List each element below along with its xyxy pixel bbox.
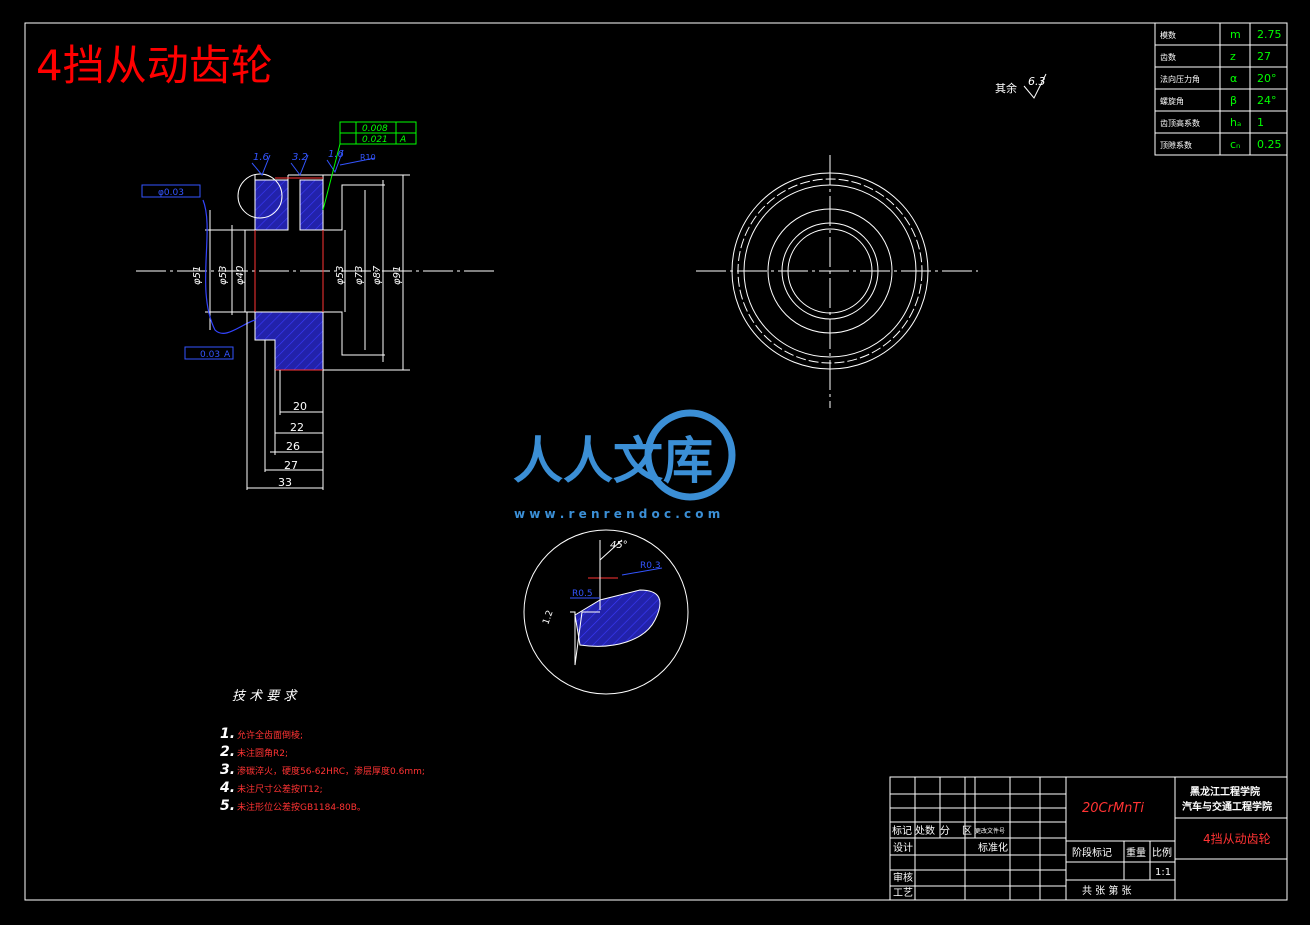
- title-block: [889, 776, 1288, 901]
- param-value: 27: [1257, 50, 1271, 63]
- tech-item-number: 5.: [220, 798, 235, 814]
- sheets-label: 共 张 第 张: [1082, 884, 1132, 897]
- tech-item-text: 渗碳淬火，硬度56-62HRC，渗层厚度0.6mm;: [237, 765, 425, 777]
- row-label-4: 更改文件号: [975, 827, 1005, 835]
- watermark-url: w w w . r e n r e n d o c . c o m: [514, 507, 720, 521]
- tech-item-number: 3.: [220, 762, 235, 778]
- dim-d53-right: φ53: [335, 266, 346, 285]
- dim-d73: φ73: [354, 266, 365, 285]
- tech-items: 1.允许全齿面倒棱;2.未注圆角R2;3.渗碳淬火，硬度56-62HRC，渗层厚…: [219, 726, 425, 814]
- param-name: 齿顶高系数: [1160, 118, 1200, 128]
- title-block-text: 20CrMnTi 黑龙江工程学院 汽车与交通工程学院 4挡从动齿轮 标记 处数 …: [892, 785, 1272, 899]
- standardize-label: 标准化: [978, 841, 1008, 854]
- runout-frame-bottom: [184, 346, 234, 360]
- stage-mark-label: 阶段标记: [1072, 846, 1112, 859]
- row-label-1: 处数: [915, 824, 935, 837]
- watermark-text: 人人文库: [513, 432, 713, 490]
- tech-item-number: 1.: [220, 726, 235, 742]
- param-value: 1: [1257, 116, 1264, 129]
- tech-requirements: 技 术 要 求: [232, 689, 298, 704]
- param-symbol: m: [1230, 28, 1241, 41]
- param-name: 法向压力角: [1160, 74, 1200, 84]
- roughness-note-value: 6.3: [1028, 75, 1046, 88]
- scale-value: 1:1: [1155, 867, 1171, 878]
- drawing-title: 4挡从动齿轮: [36, 41, 273, 90]
- drawing-frame: [24, 22, 1288, 901]
- detail-depth: 1.2: [541, 609, 555, 626]
- param-name: 模数: [1160, 30, 1176, 40]
- param-symbol: z: [1230, 50, 1236, 63]
- tech-item-text: 未注尺寸公差按IT12;: [237, 783, 323, 795]
- param-value: 2.75: [1257, 28, 1282, 41]
- roughness-note-label: 其余: [995, 81, 1017, 95]
- tech-item-number: 2.: [220, 744, 235, 760]
- row-label-3: 区: [962, 825, 972, 837]
- tolerance-datum: A: [399, 135, 406, 145]
- dim-d53-left: φ53: [218, 266, 229, 285]
- tech-item-text: 未注圆角R2;: [237, 747, 288, 759]
- tolerance-value-2: 0.021: [362, 135, 388, 145]
- dim-w26: 26: [286, 440, 300, 453]
- param-value: 0.25: [1257, 138, 1282, 151]
- dim-d40: φ40: [235, 266, 246, 285]
- param-symbol: β: [1230, 94, 1237, 107]
- dim-w20: 20: [293, 400, 307, 413]
- param-name: 齿数: [1160, 52, 1176, 62]
- tech-item-number: 4.: [219, 780, 235, 796]
- gear-params-rows: 模数 m 2.75 齿数 z 27 法向压力角 α 20° 螺旋角 β 24° 齿顶高系数 hₐ 1 顶隙系数…: [1160, 28, 1282, 151]
- runout-bottom-value: 0.03: [200, 350, 220, 360]
- param-symbol: α: [1230, 72, 1237, 85]
- tolerance-frame: [322, 121, 417, 211]
- roughness-3: 1.6: [328, 149, 344, 160]
- design-label: 设计: [893, 841, 913, 854]
- roughness-note: 其余 6.3: [995, 73, 1047, 99]
- param-name: 螺旋角: [1160, 96, 1184, 106]
- craft-label: 工艺: [893, 887, 913, 899]
- dim-w22: 22: [290, 421, 304, 434]
- param-symbol: hₐ: [1230, 116, 1241, 129]
- roughness-2: 3.2: [292, 152, 308, 163]
- param-symbol: cₙ: [1230, 138, 1240, 151]
- runout-left-value: φ0.03: [158, 188, 184, 198]
- dim-w27: 27: [284, 459, 298, 472]
- row-label-2: 分: [940, 825, 950, 837]
- scale-label: 比例: [1152, 846, 1172, 859]
- runout-frame-left: [141, 184, 201, 198]
- dim-d91: φ91: [392, 266, 403, 285]
- datum-a: A: [224, 350, 231, 360]
- detail-view: 45° R0.3 R0.5 1.2: [523, 529, 689, 695]
- radius-r10: R10: [360, 153, 376, 162]
- tech-heading: 技 术 要 求: [232, 689, 298, 704]
- param-value: 20°: [1257, 72, 1277, 85]
- weight-label: 重量: [1126, 846, 1146, 859]
- tech-item-text: 允许全齿面倒棱;: [237, 729, 303, 741]
- param-value: 24°: [1257, 94, 1277, 107]
- gear-params-table: [1154, 22, 1288, 156]
- tech-item-text: 未注形位公差按GB1184-80B。: [237, 801, 366, 813]
- dim-w33: 33: [278, 476, 292, 489]
- dim-d51: φ51: [192, 266, 203, 285]
- review-label: 审核: [893, 871, 913, 884]
- watermark: 人人文库 w w w . r e n r e n d o c . c o m: [513, 409, 736, 521]
- row-label-0: 标记: [892, 825, 912, 837]
- detail-radius-top: R0.3: [640, 561, 661, 571]
- section-view: φ51 φ53 φ40 φ53 φ73 φ87 φ91 20 22 26 27 …: [136, 121, 494, 490]
- detail-angle: 45°: [610, 540, 628, 551]
- part-name: 4挡从动齿轮: [1203, 832, 1271, 846]
- school: 黑龙江工程学院: [1190, 785, 1260, 798]
- roughness-symbol: [1023, 73, 1047, 99]
- dim-d87: φ87: [372, 265, 383, 285]
- tolerance-value-1: 0.008: [362, 124, 388, 134]
- detail-radius-left: R0.5: [572, 589, 593, 599]
- section-hatch-upper: [254, 179, 289, 231]
- roughness-1: 1.6: [253, 152, 269, 163]
- param-name: 顶隙系数: [1160, 140, 1192, 150]
- end-view: [696, 155, 978, 408]
- material: 20CrMnTi: [1082, 801, 1144, 816]
- dept: 汽车与交通工程学院: [1182, 800, 1272, 813]
